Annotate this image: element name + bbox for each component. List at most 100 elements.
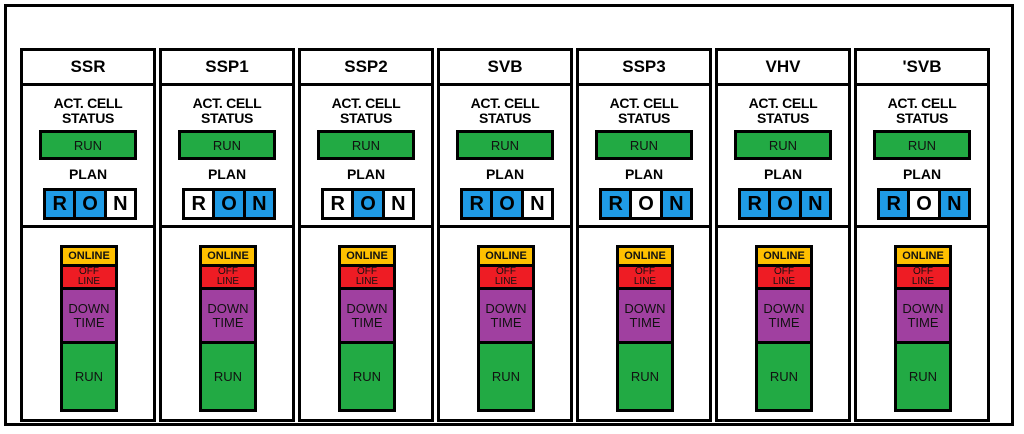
offline-line1: OFF: [218, 266, 238, 277]
act-cell-label-line2: STATUS: [756, 110, 810, 126]
state-stack: ONLINE OFF LINE DOWN TIME RUN: [616, 245, 674, 412]
act-cell-label-line1: ACT. CELL: [748, 95, 818, 111]
plan-letter-n: N: [520, 191, 551, 217]
downtime-level: DOWN TIME: [894, 287, 952, 344]
state-stack: ONLINE OFF LINE DOWN TIME RUN: [60, 245, 118, 412]
downtime-level: DOWN TIME: [60, 287, 118, 344]
downtime-line2: TIME: [907, 314, 939, 330]
offline-level: OFF LINE: [616, 264, 674, 290]
plan-letter-r: R: [324, 191, 352, 217]
act-cell-label-line2: STATUS: [61, 110, 115, 126]
plan-letter-r: R: [602, 191, 630, 217]
offline-line1: OFF: [357, 266, 377, 277]
active-status-box: RUN: [178, 130, 276, 160]
offline-line2: LINE: [911, 276, 935, 287]
downtime-line1: DOWN: [624, 300, 666, 316]
state-stack: ONLINE OFF LINE DOWN TIME RUN: [338, 245, 396, 412]
plan-letter-r: R: [185, 191, 213, 217]
cell-name: SSP3: [579, 51, 709, 86]
plan-letter-n: N: [242, 191, 273, 217]
downtime-line2: TIME: [73, 314, 105, 330]
state-stack: ONLINE OFF LINE DOWN TIME RUN: [477, 245, 535, 412]
plan-letter-o: O: [351, 191, 382, 217]
offline-line2: LINE: [216, 276, 240, 287]
act-cell-label-line1: ACT. CELL: [192, 95, 262, 111]
plan-label: PLAN: [68, 166, 108, 182]
state-stack: ONLINE OFF LINE DOWN TIME RUN: [894, 245, 952, 412]
state-stack: ONLINE OFF LINE DOWN TIME RUN: [755, 245, 813, 412]
downtime-level: DOWN TIME: [338, 287, 396, 344]
act-cell-label-line2: STATUS: [895, 110, 949, 126]
plan-letter-r: R: [463, 191, 491, 217]
active-status-box: RUN: [39, 130, 137, 160]
downtime-line1: DOWN: [68, 300, 110, 316]
act-cell-label-line2: STATUS: [339, 110, 393, 126]
run-level: RUN: [477, 341, 535, 412]
downtime-level: DOWN TIME: [616, 287, 674, 344]
act-cell-label-line1: ACT. CELL: [609, 95, 679, 111]
plan-letter-n: N: [937, 191, 968, 217]
state-stack: ONLINE OFF LINE DOWN TIME RUN: [199, 245, 257, 412]
downtime-line2: TIME: [212, 314, 244, 330]
dashboard-frame: [4, 4, 1014, 426]
offline-line1: OFF: [913, 266, 933, 277]
downtime-line1: DOWN: [207, 300, 249, 316]
run-level: RUN: [60, 341, 118, 412]
plan-label: PLAN: [207, 166, 247, 182]
downtime-line1: DOWN: [763, 300, 805, 316]
plan-letter-o: O: [490, 191, 521, 217]
cell-name: SSP1: [162, 51, 292, 86]
act-cell-label-line1: ACT. CELL: [470, 95, 540, 111]
run-level: RUN: [894, 341, 952, 412]
plan-letter-o: O: [907, 191, 938, 217]
act-cell-status-label: ACT. CELL STATUS: [718, 96, 848, 126]
run-level: RUN: [616, 341, 674, 412]
plan-letter-n: N: [381, 191, 412, 217]
offline-line1: OFF: [774, 266, 794, 277]
run-level: RUN: [755, 341, 813, 412]
offline-line2: LINE: [77, 276, 101, 287]
plan-letter-r: R: [880, 191, 908, 217]
downtime-line2: TIME: [629, 314, 661, 330]
act-cell-label-line1: ACT. CELL: [331, 95, 401, 111]
act-cell-status-label: ACT. CELL STATUS: [23, 96, 153, 126]
act-cell-status-label: ACT. CELL STATUS: [162, 96, 292, 126]
offline-level: OFF LINE: [894, 264, 952, 290]
plan-letter-o: O: [73, 191, 104, 217]
act-cell-label-line1: ACT. CELL: [53, 95, 123, 111]
act-cell-label-line2: STATUS: [617, 110, 671, 126]
active-status-box: RUN: [456, 130, 554, 160]
downtime-level: DOWN TIME: [755, 287, 813, 344]
downtime-level: DOWN TIME: [199, 287, 257, 344]
cell-name: SSR: [23, 51, 153, 86]
offline-level: OFF LINE: [338, 264, 396, 290]
plan-letter-r: R: [741, 191, 769, 217]
plan-label: PLAN: [902, 166, 942, 182]
act-cell-status-label: ACT. CELL STATUS: [857, 96, 987, 126]
plan-letter-n: N: [103, 191, 134, 217]
downtime-level: DOWN TIME: [477, 287, 535, 344]
offline-line2: LINE: [633, 276, 657, 287]
cell-name: SVB: [440, 51, 570, 86]
downtime-line2: TIME: [768, 314, 800, 330]
active-status-box: RUN: [317, 130, 415, 160]
